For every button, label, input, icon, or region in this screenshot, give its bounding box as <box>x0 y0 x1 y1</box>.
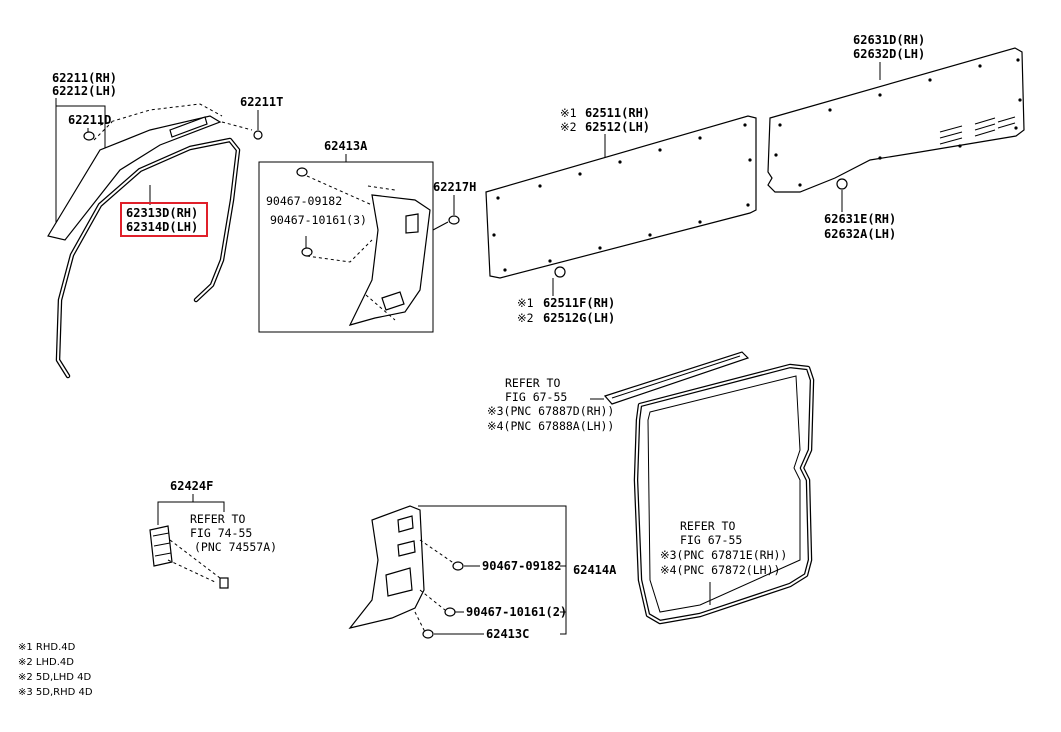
mark1-bot[interactable]: ※1 <box>517 296 534 310</box>
panel-62631D <box>767 47 1025 193</box>
lower-trim-pocket <box>385 567 413 597</box>
label-90467-10161-top[interactable]: 90467-10161(3) <box>270 213 367 227</box>
leader-62414A <box>418 505 567 635</box>
group-62413A: 62413A 90467-09182 90467-10161(3) 62217H <box>258 139 476 333</box>
refer1-b[interactable]: FIG 67-55 <box>505 390 567 404</box>
clip-62217H <box>448 215 460 225</box>
mark2-top[interactable]: ※2 <box>560 120 577 134</box>
label-62212[interactable]: 62212(LH) <box>52 84 117 98</box>
mark1-top[interactable]: ※1 <box>560 106 577 120</box>
refer2-b[interactable]: FIG 74-55 <box>190 526 252 540</box>
label-62511F[interactable]: 62511F(RH) <box>543 296 615 310</box>
clip-62211D <box>83 131 95 141</box>
lower-pillar-trim <box>348 505 425 629</box>
refer3-b[interactable]: FIG 67-55 <box>680 533 742 547</box>
label-62413A[interactable]: 62413A <box>324 139 368 153</box>
group-62414A: 90467-09182 62414A 90467-10161(2) 62413C <box>348 505 617 641</box>
door-weatherstrip-inner <box>635 365 813 623</box>
legend-item-4: ※3 5D,RHD 4D <box>18 687 93 698</box>
vent-slots <box>939 116 1016 145</box>
refer3-d[interactable]: ※4(PNC 67872(LH)) <box>660 563 780 577</box>
label-62632D[interactable]: 62632D(LH) <box>853 47 925 61</box>
label-62211T[interactable]: 62211T <box>240 95 283 109</box>
dash-pillar-top <box>99 103 223 126</box>
clip-62631E <box>836 178 848 190</box>
group-62511: ※1 62511(RH) ※2 62512(LH) ※1 62511F(RH) … <box>485 106 757 325</box>
clip-90467-10161-top <box>301 247 313 257</box>
group-62631D: 62631D(RH) 62632D(LH) 62631E(RH) 62632A(… <box>767 33 1025 241</box>
refer3-a[interactable]: REFER TO <box>680 519 735 533</box>
dash-62211T <box>221 121 253 131</box>
refer3-c[interactable]: ※3(PNC 67871E(RH)) <box>660 548 787 562</box>
panel-62631D-holes <box>774 58 1022 187</box>
door-weatherstrip <box>633 363 815 625</box>
panel-62511-holes <box>492 123 752 272</box>
highlight-box <box>120 202 208 237</box>
label-62512G[interactable]: 62512G(LH) <box>543 311 615 325</box>
belt-moulding-line <box>611 355 741 399</box>
label-62631E[interactable]: 62631E(RH) <box>824 212 896 226</box>
box-62413A <box>258 161 434 333</box>
label-90467-10161-bot[interactable]: 90467-10161(2) <box>466 605 567 619</box>
label-62512[interactable]: 62512(LH) <box>585 120 650 134</box>
panel-62511 <box>485 115 757 279</box>
group-door-weatherstrip: REFER TO FIG 67-55 ※3(PNC 67887D(RH)) ※4… <box>487 351 815 625</box>
leader-62424F <box>157 494 225 525</box>
dash-62413A <box>306 175 373 263</box>
trim-slot <box>405 213 419 234</box>
front-pillar-group: 62211(RH) 62212(LH) 62211D 62211T 62313D… <box>47 71 283 379</box>
clip-90467-09182-top <box>296 167 308 177</box>
trim-tab <box>381 291 405 311</box>
label-62631D[interactable]: 62631D(RH) <box>853 33 925 47</box>
label-62314D[interactable]: 62314D(LH) <box>126 220 198 234</box>
label-62511[interactable]: 62511(RH) <box>585 106 650 120</box>
door-weatherstrip-line <box>647 375 801 613</box>
refer2-a[interactable]: REFER TO <box>190 512 245 526</box>
pillar-slot <box>169 116 208 138</box>
refer1-a[interactable]: REFER TO <box>505 376 560 390</box>
legend-item-3: ※2 5D,LHD 4D <box>18 672 91 683</box>
lower-trim-slot-a <box>397 515 414 533</box>
dash-trim <box>365 185 396 321</box>
label-90467-09182-bot[interactable]: 90467-09182 <box>482 559 561 573</box>
clip-62211T <box>253 130 263 140</box>
dash-62414A <box>414 539 456 633</box>
clip-90467-09182-bot <box>452 561 464 571</box>
clip-62511F <box>554 266 566 278</box>
label-62217H[interactable]: 62217H <box>433 180 476 194</box>
legend-item-1: ※1 RHD.4D <box>18 642 76 653</box>
refer2-c[interactable]: (PNC 74557A) <box>194 540 277 554</box>
clip-90467-10161-bot <box>444 607 456 617</box>
clip-62424F <box>219 577 229 589</box>
door-opening-trim-inner <box>57 139 239 377</box>
legend: ※1 RHD.4D ※2 LHD.4D ※2 5D,LHD 4D ※3 5D,R… <box>18 642 93 698</box>
bracket-ribs <box>152 532 172 557</box>
dash-62424F <box>167 539 221 583</box>
label-90467-09182-top[interactable]: 90467-09182 <box>266 194 342 208</box>
lower-trim-slot-b <box>397 540 416 557</box>
refer1-d[interactable]: ※4(PNC 67888A(LH)) <box>487 419 614 433</box>
mark2-bot[interactable]: ※2 <box>517 311 534 325</box>
refer1-c[interactable]: ※3(PNC 67887D(RH)) <box>487 404 614 418</box>
leader-62217H-b <box>432 221 449 231</box>
label-62313D[interactable]: 62313D(RH) <box>126 206 198 220</box>
clip-62413C <box>422 629 434 639</box>
leader-62211 <box>55 98 106 230</box>
legend-item-2: ※2 LHD.4D <box>18 657 74 668</box>
label-62424F[interactable]: 62424F <box>170 479 213 493</box>
label-62211D[interactable]: 62211D <box>68 113 111 127</box>
label-62413C[interactable]: 62413C <box>486 627 529 641</box>
dash-pillar-clip <box>93 121 113 141</box>
group-62424F: 62424F REFER TO FIG 74-55 (PNC 74557A) <box>149 479 277 589</box>
label-62632A[interactable]: 62632A(LH) <box>824 227 896 241</box>
label-62414A[interactable]: 62414A <box>573 563 617 577</box>
label-62211[interactable]: 62211(RH) <box>52 71 117 85</box>
pillar-garnish <box>47 115 222 241</box>
